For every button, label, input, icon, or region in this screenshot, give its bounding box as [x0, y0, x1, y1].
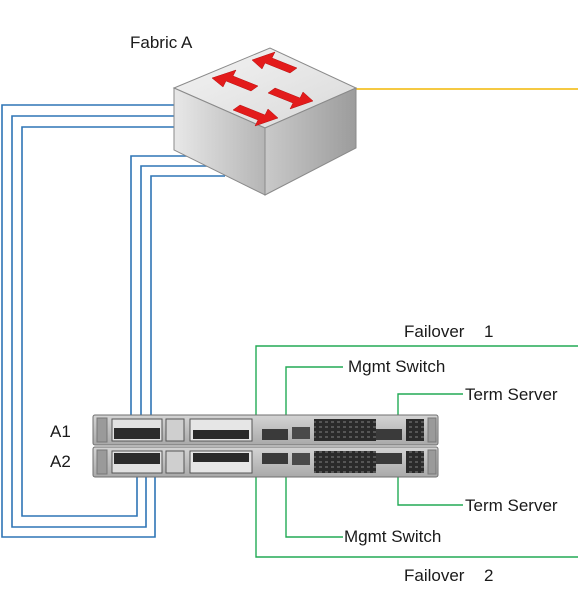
term-server-label-bottom: Term Server	[465, 496, 558, 515]
chassis-label-a1: A1	[50, 422, 71, 441]
mgmt-switch-label-top: Mgmt Switch	[348, 357, 445, 376]
failover-label-top: Failover	[404, 322, 465, 341]
chassis-a2	[92, 446, 439, 478]
failover-number-top: 1	[484, 322, 493, 341]
fabric-switch	[172, 47, 358, 196]
fabric-link	[1, 104, 178, 538]
fabric-link	[140, 165, 225, 428]
chassis-a1	[92, 414, 439, 446]
failover-label-bottom: Failover	[404, 566, 465, 585]
fabric-link	[11, 115, 176, 528]
term-server-label-top: Term Server	[465, 385, 558, 404]
switch-label: Fabric A	[130, 33, 193, 52]
switch-arrows-icon	[211, 51, 314, 127]
mgmt-line-top	[285, 366, 343, 428]
failover-line-top	[255, 345, 578, 428]
failover-line-bottom	[255, 462, 578, 558]
mgmt-line-bottom	[285, 462, 343, 538]
fabric-link	[150, 175, 225, 428]
mgmt-switch-label-bottom: Mgmt Switch	[344, 527, 441, 546]
switch-right-face	[264, 87, 357, 196]
failover-number-bottom: 2	[484, 566, 493, 585]
fabric-link	[130, 155, 225, 428]
fabric-link	[21, 126, 176, 517]
chassis-label-a2: A2	[50, 452, 71, 471]
